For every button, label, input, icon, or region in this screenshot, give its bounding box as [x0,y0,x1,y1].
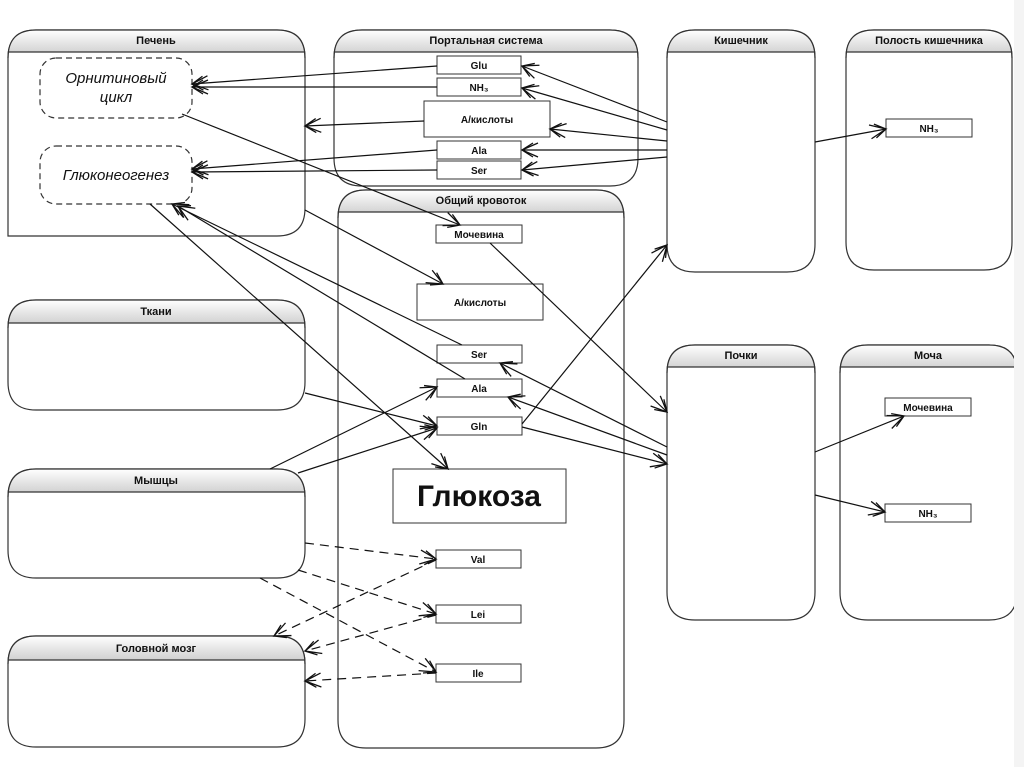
process-gluconeogenesis: Глюконеогенез [39,145,193,205]
arrow-gln-to-kidneys [521,426,669,469]
svg-text:Val: Val [471,555,486,566]
compartment-title: Кишечник [714,35,768,47]
blood-ser-box: Ser [436,344,523,364]
arrow-urea-to-kidneys [489,242,669,414]
arrow-blood-ser-to-gluconeogenesis [170,201,463,346]
arrow-intestine-to-ser [520,156,668,177]
compartment-title: Полость кишечника [875,35,984,47]
arrow-intestine-to-amino [548,122,668,142]
arrow-muscles-to-val [304,542,438,566]
svg-text:Lei: Lei [471,610,486,621]
arrow-kidneys-to-urine-urea [814,412,906,453]
lumen-nh3-box: NH₃ [885,118,973,138]
compartment-title: Портальная система [429,35,543,47]
portal-ser-box: Ser [436,160,522,180]
blood-lei-box: Lei [435,604,522,624]
svg-text:Глюкоза: Глюкоза [417,480,541,513]
arrow-ornithine-to-urea [181,113,462,229]
compartment-tissues: Ткани [7,299,306,411]
blood-ile-box: Ile [435,663,522,683]
process-ornithine-cycle: Орнитиновый цикл [39,57,193,119]
svg-text:А/кислоты: А/кислоты [454,298,506,309]
compartment-title: Моча [914,350,943,362]
arrow-glu-to-ornithine [190,65,438,91]
arrow-muscles-to-ala [269,384,439,470]
blood-ala-box: Ala [436,378,523,398]
arrow-tissues-to-gln [304,392,439,431]
arrow-gln-to-intestine [521,243,669,425]
compartment-intestine-lumen: Полость кишечника [845,29,1013,271]
arrow-kidneys-to-ser [498,361,668,448]
portal-glu-box: Glu [436,55,522,75]
arrow-muscles-to-ile [259,577,438,674]
arrow-ala-to-gluconeogenesis [190,149,438,176]
arrow-liver-to-blood-amino [304,209,445,286]
portal-ala-box: Ala [436,140,522,160]
compartment-brain: Головной мозг [7,635,306,748]
svg-text:NH₃: NH₃ [918,509,937,520]
compartment-title: Мышцы [134,475,178,487]
compartment-title: Общий кровоток [436,195,527,207]
svg-text:Gln: Gln [471,422,488,433]
arrow-muscles-to-lei [297,569,438,618]
svg-text:Ala: Ala [471,384,487,395]
blood-val-box: Val [435,549,522,569]
arrow-gluconeogenesis-to-glucose [149,203,450,471]
blood-urea-box: Мочевина [435,224,523,244]
arrow-ser-to-gluconeogenesis [190,164,438,180]
arrow-amino-to-liver [303,117,425,134]
arrows [149,62,906,517]
urine-nh3-box: NH₃ [884,503,972,523]
compartment-kidneys: Почки [666,344,816,621]
portal-amino-acids-box: А/кислоты [423,100,551,138]
svg-text:Мочевина: Мочевина [903,403,953,414]
svg-text:NH₃: NH₃ [919,124,938,135]
blood-items: Мочевина А/кислоты Ser Ala Gln Глюкоза V… [392,224,567,683]
arrow-lei-to-brain [303,614,437,656]
compartment-title: Почки [724,350,757,362]
svg-text:Ile: Ile [472,669,484,680]
arrow-intestine-to-nh3 [520,83,668,131]
arrow-muscles-to-gln [297,424,439,474]
blood-amino-acids-box: А/кислоты [416,283,544,321]
compartment-urine: Моча [839,344,1018,621]
compartment-intestine: Кишечник [666,29,816,273]
arrow-kidneys-to-urine-nh3 [814,494,887,517]
compartment-muscles: Мышцы [7,468,306,579]
urine-items: Мочевина NH₃ [884,397,972,523]
compartment-title: Ткани [140,306,171,318]
svg-text:NH₃: NH₃ [469,83,488,94]
arrow-intestine-to-glu [520,62,668,123]
arrow-intestine-to-lumen-nh3 [814,123,888,143]
svg-text:Glu: Glu [471,61,488,72]
right-edge-strip [1014,0,1024,767]
arrow-kidneys-to-ala [506,393,668,456]
svg-text:Глюконеогенез: Глюконеогенез [63,167,170,184]
arrow-ile-to-brain [303,672,437,688]
svg-text:Ser: Ser [471,166,487,177]
svg-text:А/кислоты: А/кислоты [461,115,513,126]
svg-text:Орнитиновый: Орнитиновый [65,70,167,87]
dashed-arrows [259,542,438,688]
blood-glucose-box: Глюкоза [392,468,567,524]
svg-text:Ser: Ser [471,350,487,361]
blood-gln-box: Gln [436,416,523,436]
compartment-title: Головной мозг [116,643,197,655]
compartment-title: Печень [136,35,176,47]
portal-nh3-box: NH₃ [436,77,522,97]
svg-text:цикл: цикл [100,89,133,106]
svg-text:Мочевина: Мочевина [454,230,504,241]
svg-text:Ala: Ala [471,146,487,157]
arrow-blood-ala-to-gluconeogenesis [176,205,466,380]
urine-urea-box: Мочевина [884,397,972,417]
